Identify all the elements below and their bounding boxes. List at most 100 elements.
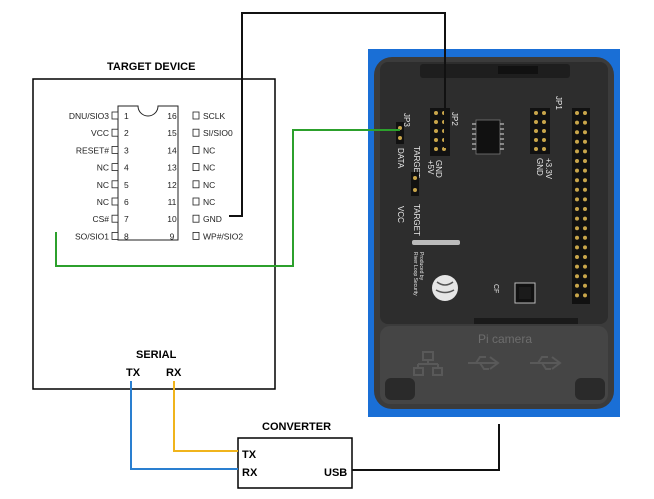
pin-name: WP#/SIO2 (203, 231, 243, 241)
jp2-header (430, 108, 450, 156)
pin-name: CS# (92, 214, 109, 224)
jp2-label: JP2 (450, 112, 459, 126)
pin-pad (111, 111, 119, 120)
data-wire (55, 129, 400, 267)
producer-label: Produced by (418, 252, 424, 281)
maker-logo (432, 275, 458, 301)
gpio-pin (575, 274, 579, 279)
pin-name: GND (203, 214, 222, 224)
gpio-pin (575, 111, 579, 115)
converter-title: CONVERTER (262, 421, 331, 433)
case-camera-label: Pi camera (478, 332, 532, 346)
pin-number: 8 (124, 231, 129, 241)
maker-label: River Loop Security (412, 252, 418, 296)
gpio-pin (575, 197, 579, 202)
pin-pad (111, 145, 119, 154)
pin-pad (192, 128, 200, 137)
gpio-pin (575, 159, 579, 163)
pin-name: SCLK (203, 111, 226, 121)
chip-pin-right: 16 SCLK (167, 111, 225, 121)
gpio-pin (575, 293, 579, 298)
pin-name: VCC (91, 128, 109, 138)
tx-to-rx-wire (130, 381, 238, 470)
jp1-small-header (411, 172, 419, 196)
chip-pin-left: 7CS# (92, 214, 129, 224)
target-label-2: TARGET (412, 204, 421, 236)
pin-name: SI/SIO0 (203, 128, 233, 138)
gpio-pin (575, 207, 579, 211)
gpio-pin (575, 120, 579, 125)
case-foot-left (385, 378, 415, 400)
network-port-icon (413, 351, 443, 376)
connector-slot (420, 64, 570, 78)
gpio-strip (572, 108, 590, 304)
chip-left-pins: 1DNU/SIO32VCC3RESET#4NC5NC6NC7CS#8SO/SIO… (69, 111, 129, 241)
pin-name: NC (203, 197, 215, 207)
pin-pad (192, 197, 200, 206)
onboard-chip (472, 119, 504, 155)
gpio-pin (583, 264, 587, 269)
serial-tx-label: TX (126, 367, 141, 379)
gpio-pin (575, 245, 579, 250)
gpio-pin (575, 168, 579, 173)
gpio-pin (583, 120, 587, 125)
data-label: DATA (396, 148, 405, 169)
gnd-right-label: GND (535, 158, 544, 176)
pin-name: NC (203, 145, 215, 155)
case-foot-right (575, 378, 605, 400)
target-label: TARGET (412, 146, 421, 178)
pin-name: NC (203, 180, 215, 190)
pin-number: 5 (124, 180, 129, 190)
pin-name: SO/SIO1 (75, 231, 109, 241)
pin-pad (111, 197, 119, 206)
pin-pad (111, 163, 119, 172)
pin-pad (111, 214, 119, 223)
pin-pad (111, 231, 119, 240)
usb-port-icon-2 (530, 356, 562, 370)
target-device: TARGET DEVICE 1DNU/SIO32VCC3RESET#4NC5NC… (32, 61, 276, 390)
converter: CONVERTER TX RX USB (237, 421, 353, 489)
gpio-pin (583, 274, 587, 279)
pin-number: 11 (168, 197, 177, 207)
pin-name: NC (97, 180, 109, 190)
gpio-pin (575, 149, 579, 154)
board-photo: Pi camera (368, 49, 620, 417)
gpio-pin (575, 130, 579, 135)
converter-tx-label: TX (242, 449, 257, 461)
pin-number: 4 (124, 163, 129, 173)
small-ic (514, 282, 536, 304)
gpio-pin (575, 226, 579, 231)
gpio-pin (583, 255, 587, 259)
pin-name: DNU/SIO3 (69, 111, 109, 121)
plus5v-label: +5V (426, 160, 435, 175)
usb-wire (352, 424, 500, 471)
chip-pin-left: 4NC (97, 163, 129, 173)
usb-port-icon (468, 356, 500, 370)
gpio-pin (583, 149, 587, 154)
jp1-header (530, 108, 550, 154)
converter-box (237, 437, 353, 489)
jp3-header (396, 122, 404, 144)
gpio-pin (583, 197, 587, 202)
serial-rx-label: RX (166, 367, 182, 379)
pin-pad (111, 128, 119, 137)
connector-slot-inner (498, 66, 538, 74)
chip-pin-left: 8 SO/SIO1 (75, 231, 129, 241)
gpio-pin (583, 216, 587, 221)
board-edge (474, 318, 578, 324)
pin-pad (192, 231, 200, 240)
pin-pad (111, 180, 119, 189)
target-device-box (32, 78, 276, 390)
gpio-pin (583, 207, 587, 211)
pin-number: 16 (167, 111, 177, 121)
gpio-pin (583, 130, 587, 135)
gpio-header (572, 108, 590, 304)
chip-pin-right: 11 NC (168, 197, 216, 207)
pin-pad (192, 163, 200, 172)
